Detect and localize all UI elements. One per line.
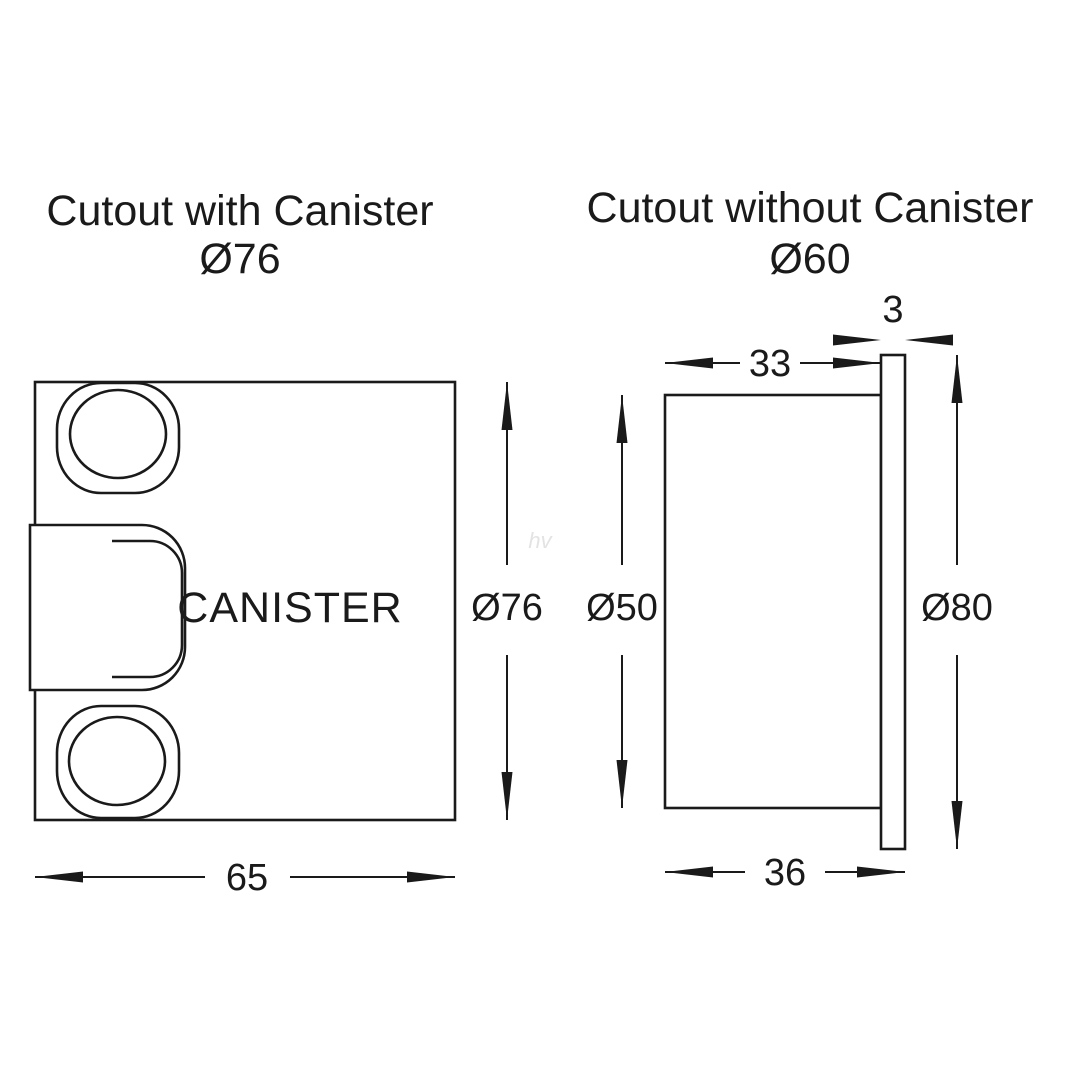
left-width-dim-label: 65 (226, 857, 268, 899)
fixture-body-outline (663, 393, 883, 810)
flange-thickness-dim-label: 3 (882, 289, 903, 331)
flange-diameter-dimension: Ø80 (921, 355, 993, 849)
body-depth-dimension: 33 (665, 343, 881, 385)
flange-thickness-dimension: 3 (833, 289, 953, 346)
right-view-diameter-subtitle: Ø60 (769, 235, 850, 283)
body-diameter-dimension: Ø50 (586, 395, 658, 808)
right-view: Cutout without Canister Ø60 33 3 (586, 184, 1033, 894)
arrow-left-icon (905, 334, 953, 346)
arrow-right-icon (857, 866, 905, 878)
overall-depth-dimension: 36 (665, 852, 905, 894)
canister-body-outline (28, 523, 187, 692)
bottom-clip-outer (55, 704, 181, 820)
arrow-left-icon (35, 871, 83, 883)
left-view: Cutout with Canister Ø76 CANISTER 65 (28, 187, 543, 899)
flange-plate-outline (879, 353, 907, 851)
top-clip-outer (55, 381, 181, 495)
left-height-dimension: Ø76 (471, 382, 543, 820)
left-view-title: Cutout with Canister (46, 187, 433, 235)
body-diameter-dim-label: Ø50 (586, 587, 658, 629)
arrow-down-icon (951, 801, 963, 849)
arrow-left-icon (665, 357, 713, 369)
right-view-title: Cutout without Canister (587, 184, 1034, 232)
bottom-clip-inner (67, 715, 167, 807)
flange-diameter-dim-label: Ø80 (921, 587, 993, 629)
arrow-right-icon (833, 357, 881, 369)
left-view-diameter-subtitle: Ø76 (199, 235, 280, 283)
arrow-left-icon (665, 866, 713, 878)
watermark: hv (528, 528, 553, 553)
left-width-dimension: 65 (35, 857, 455, 899)
arrow-up-icon (616, 395, 628, 443)
canister-label: CANISTER (177, 584, 402, 632)
arrow-down-icon (616, 760, 628, 808)
body-depth-dim-label: 33 (749, 343, 791, 385)
arrow-up-icon (951, 355, 963, 403)
overall-depth-dim-label: 36 (764, 852, 806, 894)
arrow-down-icon (501, 772, 513, 820)
arrow-up-icon (501, 382, 513, 430)
arrow-right-icon (407, 871, 455, 883)
top-clip-inner (68, 388, 168, 480)
left-height-dim-label: Ø76 (471, 587, 543, 629)
arrow-right-icon (833, 334, 881, 346)
canister-clip-bracket (112, 539, 184, 679)
